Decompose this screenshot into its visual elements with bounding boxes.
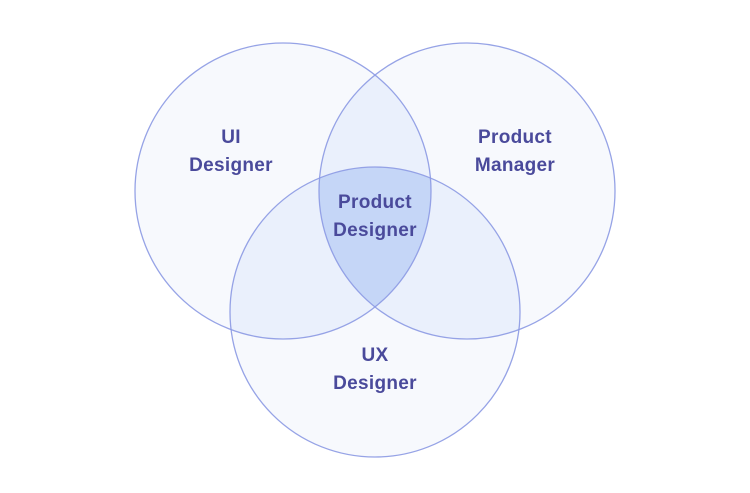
product-manager-label-line1: Product xyxy=(478,127,552,148)
triple-overlap-group xyxy=(319,167,431,339)
product-manager-label-line2: Manager xyxy=(475,155,556,176)
ux-designer-circle-outline xyxy=(229,166,521,458)
ux-designer-label-line1: UX xyxy=(362,345,389,366)
triple-overlap xyxy=(319,167,431,339)
product-designer-label-line2: Designer xyxy=(333,220,417,241)
product-manager-circle-outline xyxy=(318,42,616,340)
ux-designer-label-line2: Designer xyxy=(333,373,417,394)
ui-designer-label-line1: UI xyxy=(221,127,241,148)
product-designer-label-line1: Product xyxy=(338,192,412,213)
ui-designer-circle-outline xyxy=(134,42,432,340)
ui-designer-label-line2: Designer xyxy=(189,155,273,176)
